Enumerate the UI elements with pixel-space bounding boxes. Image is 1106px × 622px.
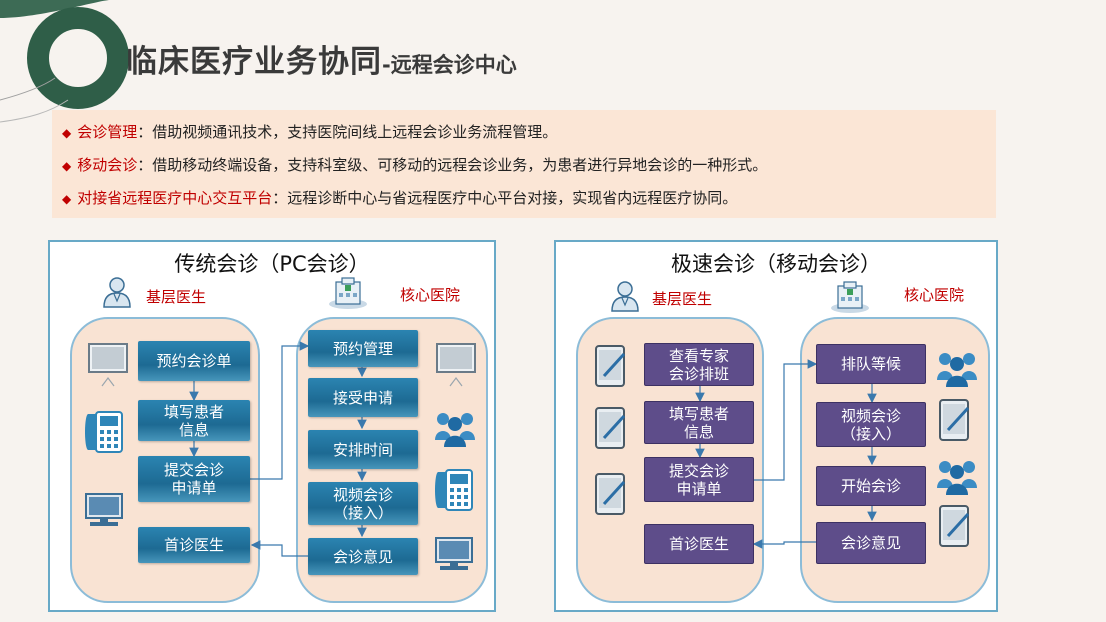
step-label: 会诊意见 (840, 534, 901, 552)
step-first-visit-doctor[interactable]: 首诊医生 (644, 524, 754, 564)
basic-doctor-label: 基层医生 (146, 288, 207, 306)
step-first-visit-doctor[interactable]: 首诊医生 (138, 527, 250, 563)
step-appointment-management[interactable]: 预约管理 (308, 330, 418, 367)
step-label: 查看专家 会诊排班 (668, 346, 729, 383)
diamond-bullet-icon: ◆ (62, 159, 72, 173)
step-label: 排队等候 (840, 355, 901, 373)
step-label: 开始会诊 (840, 477, 901, 495)
step-label: 提交会诊 申请单 (163, 461, 224, 497)
corner-decoration (0, 0, 129, 123)
step-view-expert-schedule[interactable]: 查看专家 会诊排班 (644, 343, 754, 386)
page-title-sub: -远程会诊中心 (382, 53, 517, 77)
step-fill-patient-info[interactable]: 填写患者 信息 (138, 400, 250, 441)
step-book-consult-form[interactable]: 预约会诊单 (138, 341, 250, 381)
doctor-icon (611, 281, 639, 312)
diamond-bullet-icon: ◆ (62, 126, 72, 140)
step-label: 首诊医生 (163, 536, 224, 554)
intro-key: 会诊管理 (77, 123, 138, 141)
projector-screen-icon (436, 343, 476, 387)
core-hospital-label: 核心医院 (904, 286, 965, 304)
intro-line-2: ◆ 移动会诊：借助移动终端设备，支持科室级、可移动的远程会诊业务，为患者进行异地会… (62, 154, 767, 175)
tablet-icon (595, 345, 626, 387)
intro-box: ◆会诊管理：借助视频通讯技术，支持医院间线上远程会诊业务流程管理。 ◆移动会诊：… (52, 110, 996, 218)
flow-arrows (695, 359, 877, 549)
step-accept-request[interactable]: 接受申请 (308, 378, 418, 417)
panel-title: 极速会诊（移动会诊） (671, 252, 881, 276)
mobile-consultation-panel: 极速会诊（移动会诊） 基层医生 核心医院 (554, 240, 998, 612)
step-label: 填写患者 信息 (668, 404, 729, 441)
step-label: 视频会诊 （接入） (840, 406, 901, 443)
step-schedule-time[interactable]: 安排时间 (308, 430, 418, 469)
step-label: 提交会诊 申请单 (668, 461, 729, 498)
panel-title: 传统会诊（PC会诊） (174, 252, 370, 276)
hospital-icon (831, 281, 869, 313)
intro-key: 对接省远程医疗中心交互平台 (77, 189, 273, 207)
pc-consultation-panel: 传统会诊（PC会诊） 基层医生 核心医院 (48, 240, 496, 612)
step-label: 填写患者 信息 (163, 402, 224, 439)
intro-key: 移动会诊 (77, 156, 138, 174)
step-queue-wait[interactable]: 排队等候 (816, 344, 926, 384)
group-icon (435, 413, 475, 447)
video-phone-icon (85, 411, 123, 453)
doctor-icon (103, 277, 131, 308)
group-icon (937, 353, 977, 387)
step-label: 预约会诊单 (156, 352, 232, 370)
intro-text: ：借助移动终端设备，支持科室级、可移动的远程会诊业务，为患者进行异地会诊的一种形… (137, 156, 768, 174)
basic-doctor-label: 基层医生 (652, 290, 713, 308)
step-label: 接受申请 (332, 388, 393, 407)
step-label: 会诊意见 (332, 547, 393, 566)
core-hospital-label: 核心医院 (400, 286, 461, 304)
step-submit-consult-request[interactable]: 提交会诊 申请单 (138, 456, 250, 502)
tablet-icon (595, 473, 626, 515)
diamond-bullet-icon: ◆ (62, 192, 72, 206)
desktop-computer-icon (85, 493, 123, 526)
hospital-icon (329, 277, 367, 309)
video-phone-icon (435, 469, 473, 511)
step-submit-consult-request[interactable]: 提交会诊 申请单 (644, 457, 754, 502)
tablet-icon (939, 505, 970, 547)
intro-line-3: ◆ 对接省远程医疗中心交互平台：远程诊断中心与省远程医疗中心平台对接，实现省内远程… (62, 187, 737, 208)
intro-line-1: ◆ 会诊管理：借助视频通讯技术，支持医院间线上远程会诊业务流程管理。 (62, 121, 557, 142)
page-title: 临床医疗业务协同-远程会诊中心 (126, 36, 517, 81)
step-label: 预约管理 (332, 339, 393, 358)
intro-text: ：远程诊断中心与省远程医疗中心平台对接，实现省内远程医疗协同。 (272, 189, 738, 207)
step-consult-opinion[interactable]: 会诊意见 (308, 538, 418, 575)
step-start-consult[interactable]: 开始会诊 (816, 466, 926, 506)
tablet-icon (595, 407, 626, 449)
step-fill-patient-info[interactable]: 填写患者 信息 (644, 401, 754, 444)
group-icon (937, 461, 977, 495)
step-label: 首诊医生 (668, 535, 729, 553)
step-label: 安排时间 (332, 440, 393, 459)
page-title-main: 临床医疗业务协同 (126, 44, 382, 80)
projector-screen-icon (88, 343, 128, 387)
step-label: 视频会诊 （接入） (332, 485, 393, 522)
step-video-consult[interactable]: 视频会诊 （接入） (308, 482, 418, 525)
tablet-icon (939, 399, 970, 441)
intro-text: ：借助视频通讯技术，支持医院间线上远程会诊业务流程管理。 (137, 123, 558, 141)
desktop-computer-icon (435, 537, 473, 570)
step-video-consult[interactable]: 视频会诊 （接入） (816, 402, 926, 447)
step-consult-opinion[interactable]: 会诊意见 (816, 522, 926, 564)
flow-arrows (189, 341, 367, 557)
